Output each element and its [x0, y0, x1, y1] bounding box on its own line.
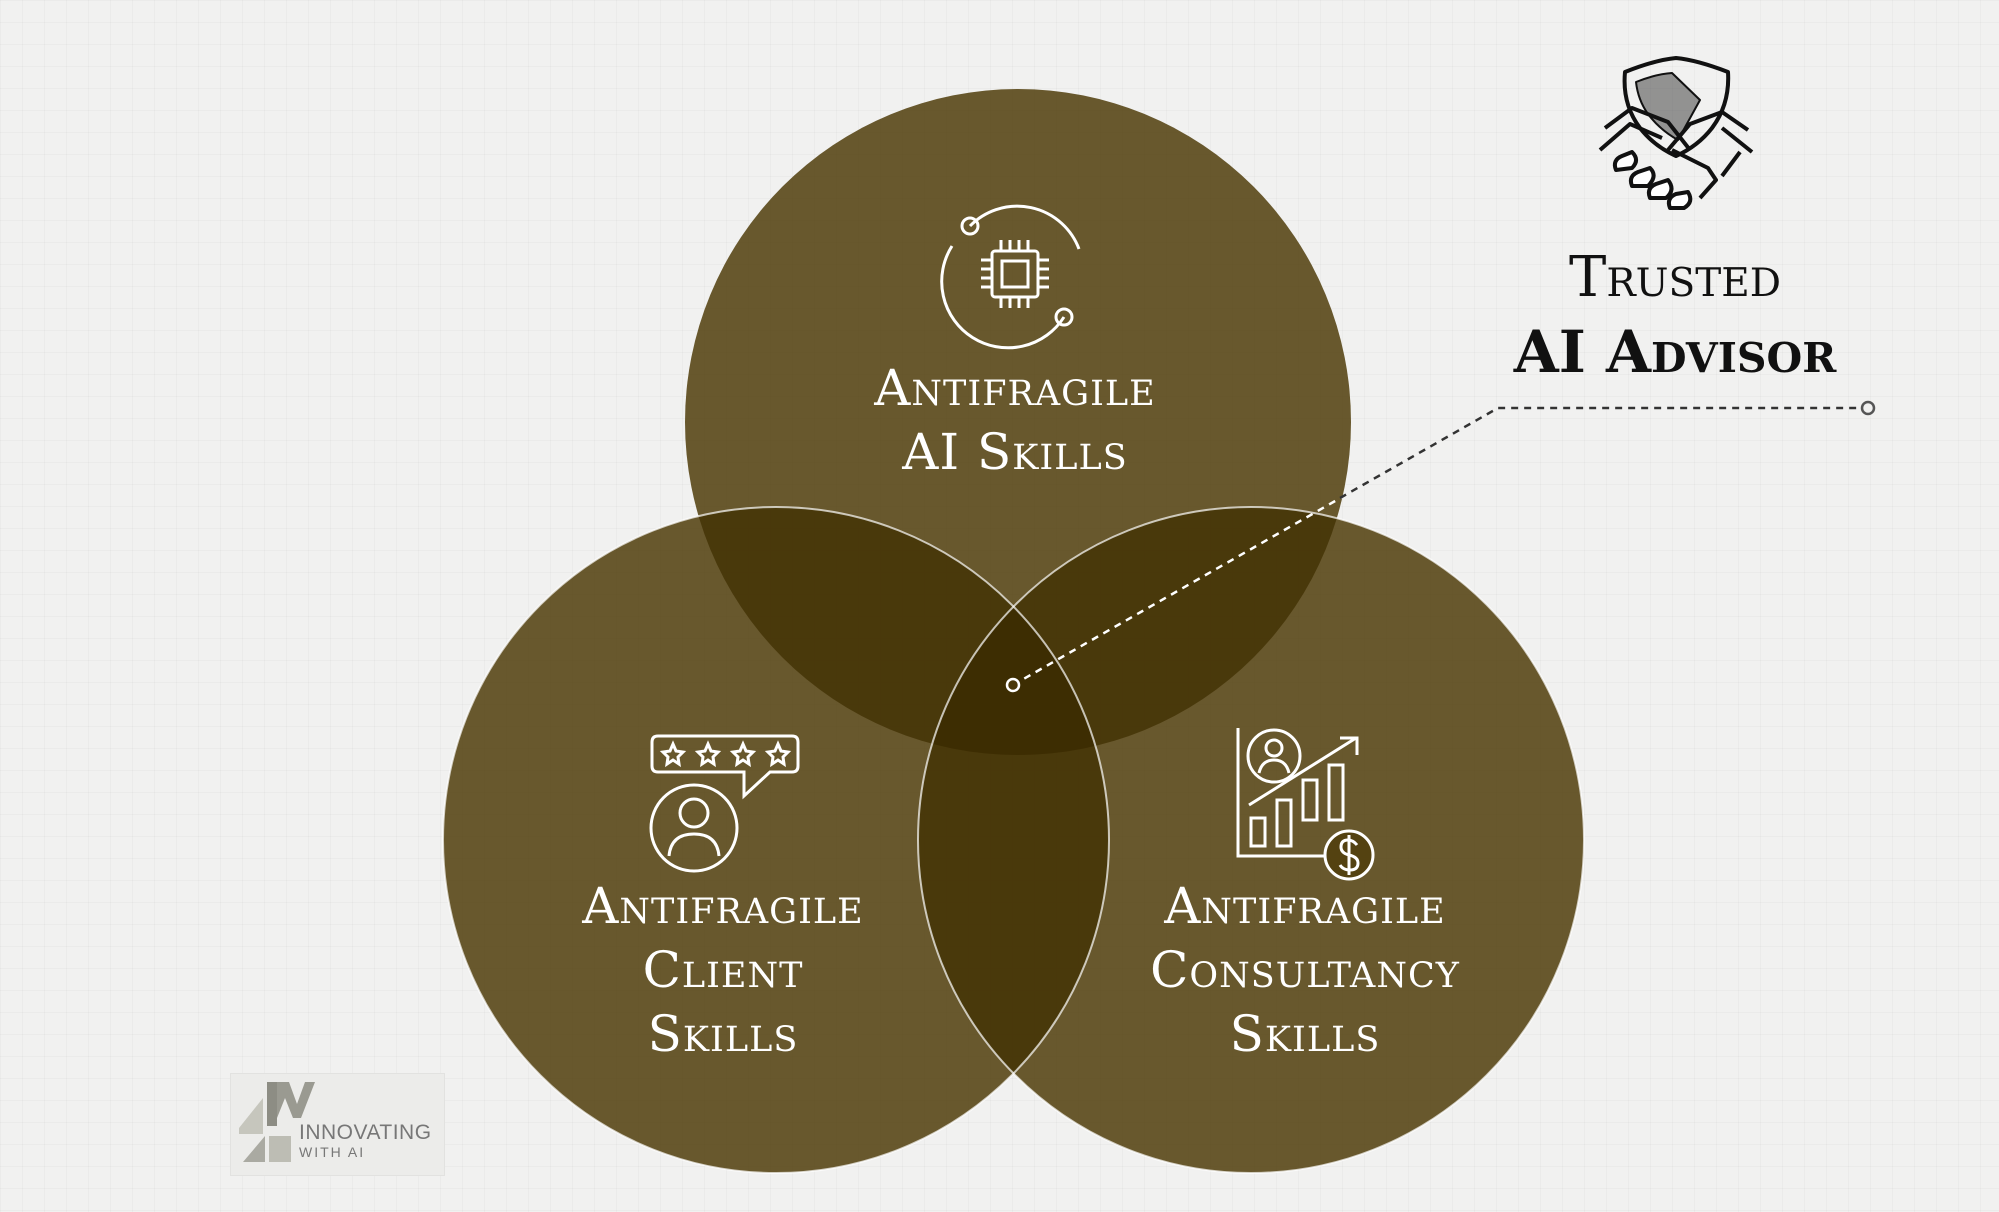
cpu-chip-orbit-icon	[940, 204, 1081, 350]
client-review-stars-icon	[649, 734, 800, 873]
client-skills-line-2: Client	[642, 941, 804, 999]
consultancy-skills-line-1: Antifragile	[1164, 877, 1446, 935]
growth-chart-dollar-icon	[1236, 728, 1375, 881]
logo-text-line-1: INNOVATING	[299, 1121, 432, 1144]
circle-outline-consultancy	[917, 506, 1585, 1174]
connector-start-dot	[1005, 677, 1021, 693]
callout-title-ai-advisor: AI Advisor	[1513, 318, 1837, 386]
ai-skills-line-2: AI Skills	[902, 423, 1128, 481]
circle-outline-client	[442, 506, 1110, 1174]
callout-title-trusted: Trusted	[1568, 245, 1782, 310]
client-skills-line-1: Antifragile	[582, 877, 864, 935]
overlap-ai-consultancy	[918, 507, 1351, 755]
consultancy-skills-line-3: Skills	[1229, 1005, 1381, 1063]
circle-label-consultancy-skills: Antifragile Consultancy Skills	[1105, 874, 1505, 1066]
handshake-shield-icon	[1598, 56, 1754, 210]
iwai-monogram-icon	[239, 1082, 315, 1162]
client-skills-line-3: Skills	[647, 1005, 799, 1063]
consultancy-skills-line-2: Consultancy	[1150, 941, 1460, 999]
connector-end-dot	[1860, 400, 1876, 416]
innovating-with-ai-logo: INNOVATING WITH AI	[230, 1073, 445, 1176]
logo-text-line-2: WITH AI	[299, 1144, 366, 1160]
circle-client-skills	[443, 507, 1109, 1173]
logo-wordmark: INNOVATING WITH AI	[299, 1121, 432, 1161]
overlap-ai-client	[685, 507, 1109, 755]
circle-label-ai-skills: Antifragile AI Skills	[815, 356, 1215, 484]
callout-connector	[1005, 400, 1876, 693]
ai-skills-line-1: Antifragile	[874, 359, 1156, 417]
circle-label-client-skills: Antifragile Client Skills	[523, 874, 923, 1066]
